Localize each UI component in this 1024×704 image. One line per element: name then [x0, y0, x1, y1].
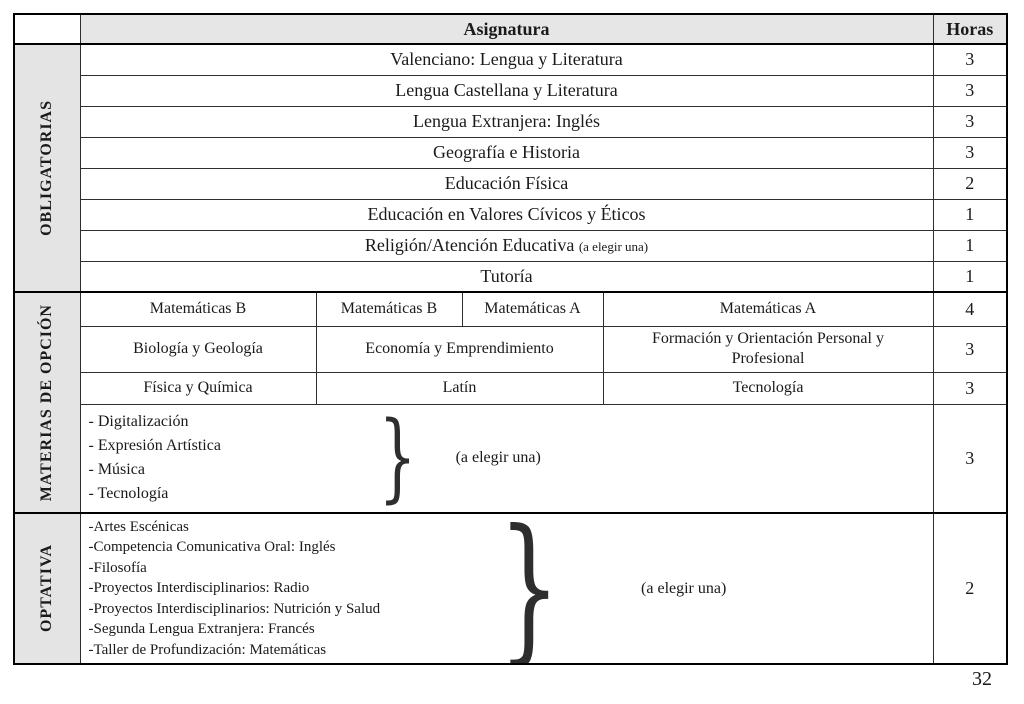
subject-cell: Lengua Extranjera: Inglés	[79, 105, 934, 138]
table-row: Religión/Atención Educativa (a elegir un…	[14, 229, 1008, 262]
option-cell: Biología y Geología	[79, 325, 317, 373]
table-row: Biología y Geología Economía y Emprendim…	[14, 325, 1008, 373]
option-cell: Física y Química	[79, 371, 317, 405]
hours-cell: 3	[932, 403, 1008, 514]
group-label-materias: MATERIAS DE OPCIÓN	[38, 303, 56, 502]
option-item: -Proyectos Interdisciplinarios: Radio	[88, 580, 310, 597]
table-row: - Digitalización - Expresión Artística -…	[14, 403, 1008, 514]
header-asignatura: Asignatura	[79, 13, 934, 45]
optativa-choice-list: -Artes Escénicas -Competencia Comunicati…	[89, 517, 479, 661]
option-item: - Música	[88, 461, 145, 479]
option-item: -Artes Escénicas	[88, 518, 189, 535]
option-item: - Digitalización	[88, 413, 189, 431]
table-row: OPTATIVA -Artes Escénicas -Competencia C…	[13, 512, 1008, 665]
materias-choice-cell: - Digitalización - Expresión Artística -…	[79, 403, 934, 514]
hours-cell: 1	[932, 229, 1008, 262]
optativa-choice-cell: -Artes Escénicas -Competencia Comunicati…	[79, 512, 934, 665]
hours-cell: 3	[932, 74, 1008, 107]
option-item: - Expresión Artística	[88, 437, 221, 455]
brace-icon: }	[378, 404, 416, 513]
total-hours: 32	[972, 668, 992, 690]
group-label-obligatorias: OBLIGATORIAS	[38, 100, 56, 236]
subject-cell: Educación Física	[79, 167, 934, 200]
hours-cell: 1	[932, 198, 1008, 231]
group-optativa: OPTATIVA	[13, 512, 81, 665]
subject-text: Religión/Atención Educativa	[364, 235, 575, 255]
option-item: -Competencia Comunicativa Oral: Inglés	[88, 539, 336, 556]
table-row: Lengua Extranjera: Inglés 3	[14, 105, 1008, 138]
corner-cell	[13, 13, 81, 45]
hours-cell: 4	[932, 291, 1008, 327]
option-cell: Matemáticas A	[461, 291, 604, 327]
table-row: Lengua Castellana y Literatura 3	[14, 74, 1008, 107]
hours-cell: 3	[932, 105, 1008, 138]
group-obligatorias: OBLIGATORIAS	[13, 43, 81, 293]
subject-cell: Geografía e Historia	[79, 136, 934, 169]
table-row: Educación en Valores Cívicos y Éticos 1	[14, 198, 1008, 231]
choose-one-note: (a elegir una)	[578, 239, 649, 254]
choose-one-note: (a elegir una)	[641, 579, 727, 597]
hours-cell: 1	[932, 260, 1008, 293]
option-cell: Latín	[315, 371, 604, 405]
option-cell: Economía y Emprendimiento	[315, 325, 604, 373]
option-item: -Taller de Profundización: Matemáticas	[88, 641, 327, 658]
subject-cell: Tutoría	[79, 260, 934, 293]
option-cell: Tecnología	[602, 371, 934, 405]
hours-cell: 2	[932, 167, 1008, 200]
hours-cell: 3	[932, 371, 1008, 405]
table-row: OBLIGATORIAS Valenciano: Lengua y Litera…	[13, 43, 1008, 293]
option-item: -Proyectos Interdisciplinarios: Nutrició…	[88, 600, 381, 617]
choose-one-note: (a elegir una)	[455, 449, 541, 467]
table-header-row: Asignatura Horas	[13, 13, 1008, 45]
option-item: - Tecnología	[88, 485, 169, 503]
table-row: Geografía e Historia 3	[14, 136, 1008, 169]
header-horas: Horas	[932, 13, 1008, 45]
option-cell: Matemáticas A	[602, 291, 934, 327]
curriculum-table: Asignatura Horas OBLIGATORIAS Valenciano…	[13, 13, 1009, 665]
option-cell: Matemáticas B	[315, 291, 463, 327]
table-row: Educación Física 2	[14, 167, 1008, 200]
subject-cell: Lengua Castellana y Literatura	[79, 74, 934, 107]
subject-cell: Educación en Valores Cívicos y Éticos	[79, 198, 934, 231]
hours-cell: 3	[932, 325, 1008, 373]
option-item: -Filosofía	[88, 559, 147, 576]
subject-cell-religion: Religión/Atención Educativa (a elegir un…	[79, 229, 934, 262]
table-row: Tutoría 1	[14, 260, 1008, 293]
group-label-optativa: OPTATIVA	[38, 544, 56, 633]
hours-cell: 3	[932, 136, 1008, 169]
hours-cell: 2	[932, 512, 1008, 665]
option-cell: Matemáticas B	[79, 291, 317, 327]
group-materias: MATERIAS DE OPCIÓN	[13, 291, 81, 514]
materias-choice-list: - Digitalización - Expresión Artística -…	[89, 410, 367, 506]
option-item: -Segunda Lengua Extranjera: Francés	[88, 621, 315, 638]
table-row: Física y Química Latín Tecnología 3	[14, 371, 1008, 405]
table-row: MATERIAS DE OPCIÓN Matemáticas B Matemát…	[13, 291, 1008, 514]
brace-icon: }	[497, 513, 560, 664]
hours-cell: 3	[932, 43, 1008, 76]
subject-cell: Valenciano: Lengua y Literatura	[79, 43, 934, 76]
option-cell: Formación y Orientación Personal y Profe…	[602, 325, 934, 373]
